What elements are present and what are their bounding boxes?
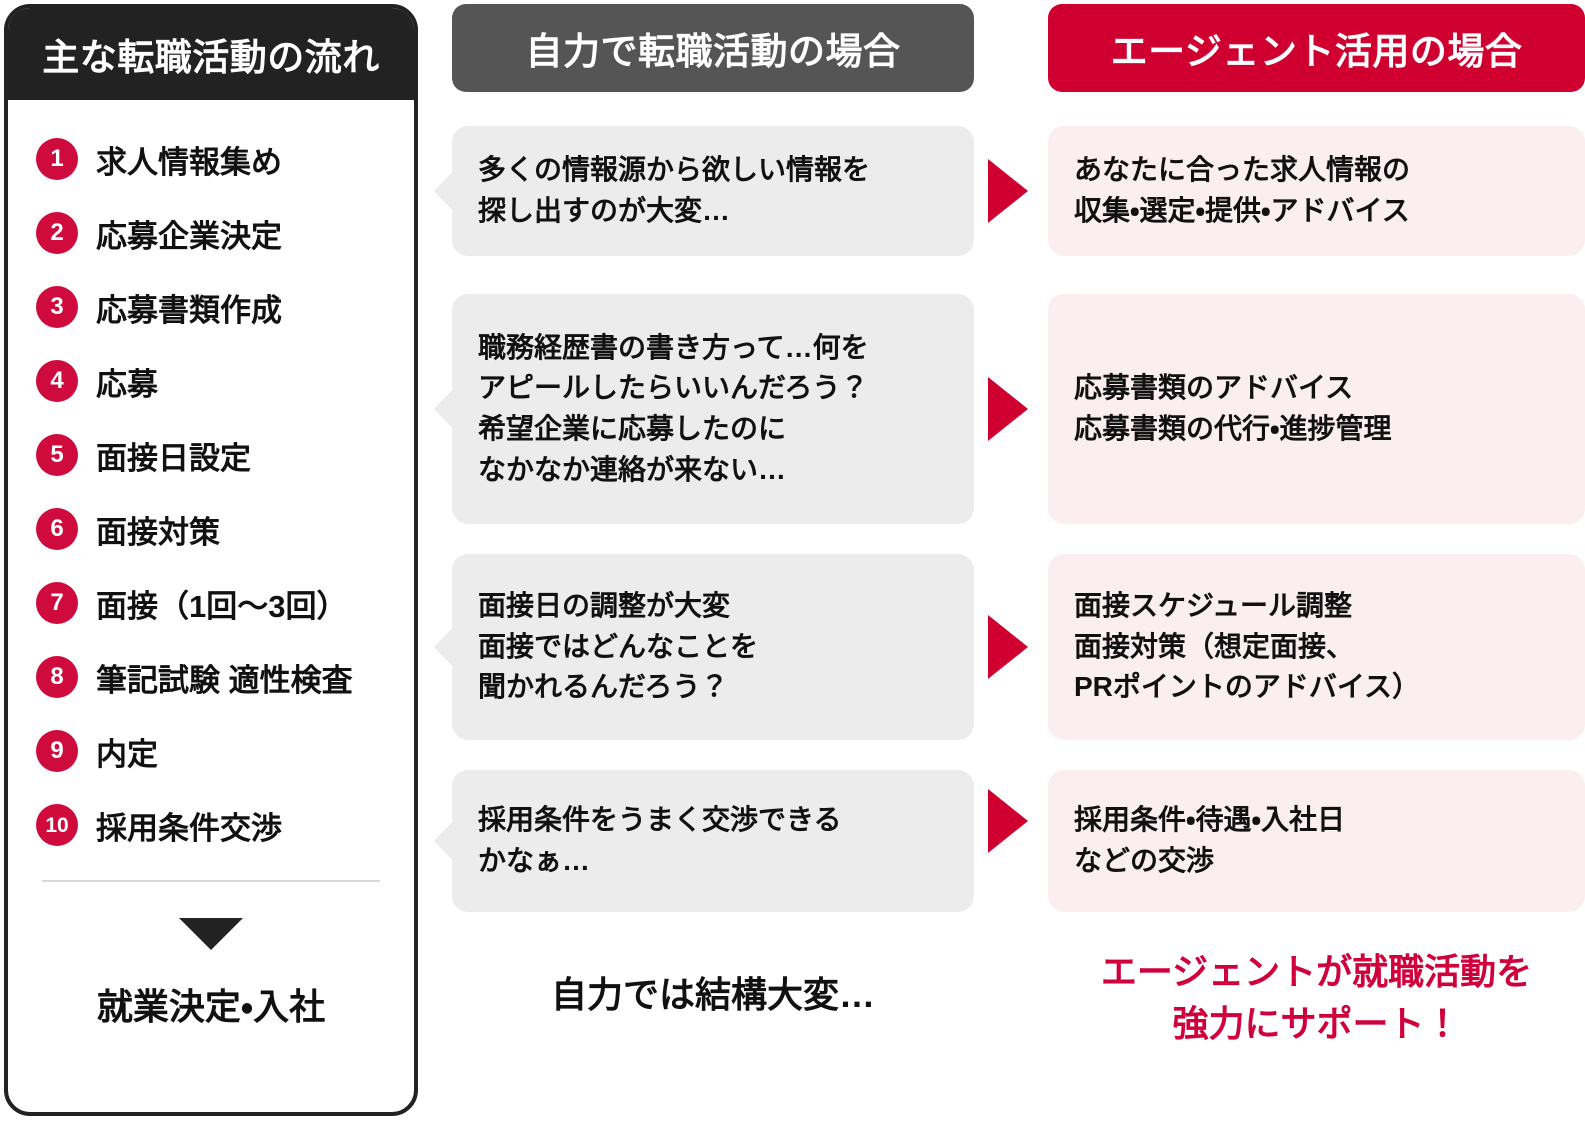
box-line: 多くの情報源から欲しい情報を	[478, 154, 871, 186]
self-effort-column: 自力で転職活動の場合	[452, 4, 974, 92]
box-line: PRポイントのアドバイス）	[1074, 671, 1421, 703]
flow-step-9: 9 内定	[8, 714, 414, 788]
agent-footer-line-1: エージェントが就職活動を	[1100, 951, 1533, 992]
step-number-badge: 7	[36, 582, 78, 624]
step-number-badge: 1	[36, 138, 78, 180]
triangle-right-icon-1	[988, 159, 1028, 223]
box-line: などの交渉	[1074, 845, 1215, 876]
box-line: かなぁ…	[478, 845, 591, 876]
step-number-badge: 5	[36, 434, 78, 476]
step-label: 採用条件交渉	[96, 810, 282, 846]
bubble-tail-icon	[434, 627, 453, 667]
flow-step-6: 6 面接対策	[8, 492, 414, 566]
flow-step-10: 10 採用条件交渉	[8, 788, 414, 862]
step-number-badge: 6	[36, 508, 78, 550]
bubble-tail-icon	[434, 171, 453, 211]
box-line: 面接スケジュール調整	[1074, 590, 1353, 622]
flow-arrow-container	[8, 918, 414, 950]
flow-step-list: 1 求人情報集め 2 応募企業決定 3 応募書類作成 4 応募 5 面接日設定 …	[8, 100, 414, 1030]
step-label: 面接（1回〜3回）	[96, 588, 348, 624]
box-line: 聞かれるんだろう？	[478, 671, 729, 703]
step-label: 筆記試験 適性検査	[96, 662, 353, 698]
box-line: 面接ではどんなことを	[478, 630, 759, 662]
step-label: 応募企業決定	[96, 218, 282, 254]
flow-step-7: 7 面接（1回〜3回）	[8, 566, 414, 640]
agent-footer-line-2: 強力にサポート！	[1172, 1003, 1461, 1045]
box-line: 面接日の調整が大変	[478, 590, 731, 622]
box-line: 採用条件をうまく交渉できる	[478, 804, 842, 836]
box-line: 応募書類の代行・進捗管理	[1074, 413, 1392, 444]
box-line: 面接対策（想定面接、	[1074, 630, 1355, 662]
flow-step-4: 4 応募	[8, 344, 414, 418]
flow-step-8: 8 筆記試験 適性検査	[8, 640, 414, 714]
box-line: 応募書類のアドバイス	[1074, 372, 1354, 404]
triangle-right-icon-3	[988, 615, 1028, 679]
step-label: 面接対策	[96, 514, 220, 550]
self-effort-box-4: 採用条件をうまく交渉できる かなぁ…	[434, 770, 974, 912]
bubble-tail-icon	[434, 389, 453, 429]
box-line: 採用条件・待遇・入社日	[1074, 804, 1346, 836]
self-effort-box-3: 面接日の調整が大変 面接ではどんなことを 聞かれるんだろう？	[434, 554, 974, 740]
step-number-badge: 2	[36, 212, 78, 254]
step-label: 応募	[96, 366, 158, 402]
agent-box-1: あなたに合った求人情報の 収集・選定・提供・アドバイス	[1048, 126, 1585, 256]
flow-divider	[42, 880, 380, 882]
step-number-badge: 9	[36, 730, 78, 772]
triangle-right-icon-2	[988, 377, 1028, 441]
box-line: アピールしたらいいんだろう？	[478, 372, 869, 404]
box-line: 職務経歴書の書き方って…何を	[478, 331, 869, 363]
flow-panel: 主な転職活動の流れ 1 求人情報集め 2 応募企業決定 3 応募書類作成 4 応…	[4, 4, 418, 1116]
self-effort-header: 自力で転職活動の場合	[452, 4, 974, 92]
self-effort-footer: 自力では結構大変…	[550, 974, 875, 1015]
flow-step-2: 2 応募企業決定	[8, 196, 414, 270]
agent-box-2: 応募書類のアドバイス 応募書類の代行・進捗管理	[1048, 294, 1585, 524]
step-label: 内定	[96, 736, 158, 772]
flow-panel-header: 主な転職活動の流れ	[8, 8, 414, 100]
flow-step-1: 1 求人情報集め	[8, 122, 414, 196]
flow-step-5: 5 面接日設定	[8, 418, 414, 492]
step-number-badge: 10	[36, 804, 78, 846]
bubble-tail-icon	[434, 821, 453, 861]
box-line: あなたに合った求人情報の	[1074, 154, 1411, 186]
flow-step-3: 3 応募書類作成	[8, 270, 414, 344]
agent-header: エージェント活用の場合	[1048, 4, 1585, 92]
box-line: 収集・選定・提供・アドバイス	[1074, 195, 1410, 226]
box-line: なかなか連絡が来ない…	[478, 453, 787, 485]
agent-box-4: 採用条件・待遇・入社日 などの交渉	[1048, 770, 1585, 912]
step-label: 面接日設定	[96, 440, 251, 476]
flow-final-label: 就業決定・入社	[96, 986, 326, 1027]
step-label: 求人情報集め	[96, 144, 282, 180]
triangle-down-icon	[179, 918, 243, 950]
box-line: 希望企業に応募したのに	[478, 413, 787, 444]
step-number-badge: 4	[36, 360, 78, 402]
agent-box-3: 面接スケジュール調整 面接対策（想定面接、 PRポイントのアドバイス）	[1048, 554, 1585, 740]
agent-column: エージェント活用の場合	[1048, 4, 1585, 92]
step-label: 応募書類作成	[96, 292, 282, 328]
triangle-right-icon-4	[988, 789, 1028, 853]
step-number-badge: 3	[36, 286, 78, 328]
step-number-badge: 8	[36, 656, 78, 698]
self-effort-box-1: 多くの情報源から欲しい情報を 探し出すのが大変…	[434, 126, 974, 256]
box-line: 探し出すのが大変…	[478, 195, 731, 226]
self-effort-box-2: 職務経歴書の書き方って…何を アピールしたらいいんだろう？ 希望企業に応募したの…	[434, 294, 974, 524]
agent-footer: エージェントが就職活動を 強力にサポート！	[1048, 946, 1585, 1050]
